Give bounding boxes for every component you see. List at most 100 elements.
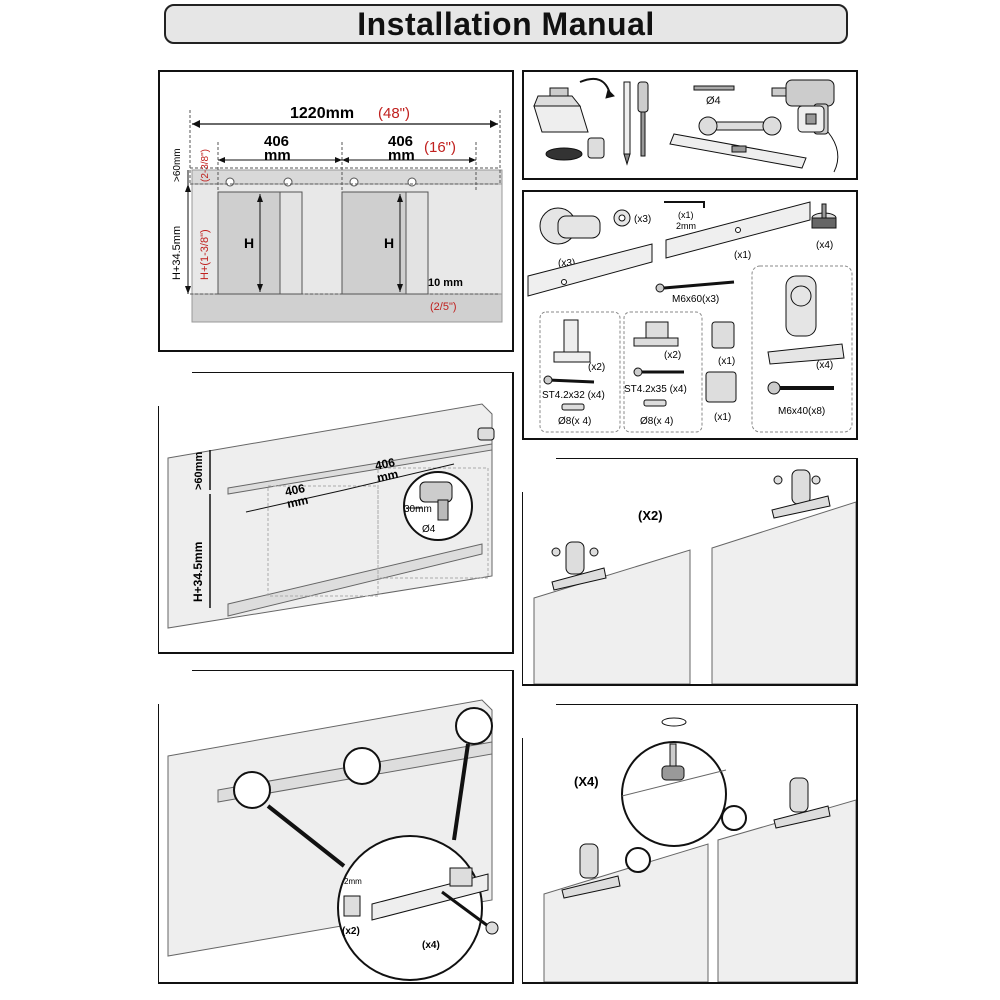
step-4-door-left	[543, 843, 709, 982]
clip-a-icon	[711, 321, 735, 349]
clip-a-qty: (x1)	[718, 356, 735, 367]
bracket-group	[539, 311, 621, 433]
hardware-panel: (x3) (x3) (x1) 2mm (x1) (x4) M6x60(x3)	[522, 190, 858, 440]
step-4-qty: (X4)	[574, 774, 599, 789]
step-1-spacing-b: 406	[374, 455, 397, 473]
allen-key-icon	[664, 201, 705, 208]
step-1-wall	[167, 403, 493, 629]
top-gap-label: >60mm	[172, 148, 183, 182]
step-1-unit-a: mm	[286, 493, 310, 511]
tools-panel: Ø4	[522, 70, 858, 180]
total-length-inches: (48")	[378, 105, 410, 122]
total-length-label: 1220mm	[290, 105, 354, 122]
step-2-gap: 2mm	[344, 877, 362, 886]
step-2-zoom-middle	[343, 747, 381, 785]
screw-st32-icon	[543, 375, 595, 385]
anchor-a-icon	[561, 403, 585, 411]
screw-st35-qty: ST4.2x35 (x4)	[624, 384, 687, 395]
step-1-unit-b: mm	[376, 467, 400, 485]
tape-measure-icon	[797, 105, 825, 133]
step-1-top-gap: >60mm	[193, 452, 205, 490]
allen-key-size: 2mm	[676, 221, 696, 231]
anchor-b-icon	[643, 399, 667, 407]
drill-bit-icon: Ø4	[693, 85, 735, 107]
step-2-qty-a: (x2)	[342, 926, 360, 937]
step-3-qty: (X2)	[638, 508, 663, 523]
guide-qty: (x2)	[664, 350, 681, 361]
spacing-b-unit: mm	[388, 147, 415, 164]
guide-group	[623, 311, 703, 433]
door-right-height: H	[384, 235, 394, 251]
allen-key-qty: (x1)	[678, 210, 694, 220]
step-1-panel: 406 mm 406 mm >60mm H+34.5mm 30mm Ø4	[158, 372, 514, 654]
step-4-zoom-left	[625, 847, 651, 873]
clip-b-qty: (x1)	[714, 412, 731, 423]
step-2-qty-b: (x4)	[422, 940, 440, 951]
step-2-detail-callout: 2mm (x2) (x4)	[337, 835, 499, 981]
step-3-hanger-right-icon	[771, 469, 831, 519]
stopper-qty: (x3)	[558, 258, 575, 269]
step-2-panel: 2mm (x2) (x4)	[158, 670, 514, 984]
floor-guide-icon	[633, 321, 679, 347]
step-4-panel: (X4)	[522, 704, 858, 984]
drill-bit-label: Ø4	[706, 95, 721, 107]
hanger-wheel-icon	[767, 275, 845, 365]
step-3-panel: (X2)	[522, 458, 858, 686]
door-right-edge	[405, 191, 429, 295]
bumper-icon	[811, 203, 837, 229]
bracket-qty: (x2)	[588, 362, 605, 373]
wrench-icon	[698, 116, 782, 136]
hanger-qty: (x4)	[816, 360, 833, 371]
spacing-a-value: 406	[264, 133, 289, 150]
pencil-icon	[623, 81, 631, 166]
step-1-depth: 30mm	[404, 504, 432, 515]
step-4-zoom-right	[721, 805, 747, 831]
floor-strip	[191, 293, 503, 323]
bottom-gap-inches: (2/5")	[430, 301, 457, 313]
manual-title-bar: Installation Manual	[164, 4, 848, 44]
bolt-m6x60-qty: M6x60(x3)	[672, 294, 719, 305]
screw-st32-qty: ST4.2x32 (x4)	[542, 390, 605, 401]
height-label: H+34.5mm	[171, 226, 183, 280]
rail-strip	[191, 169, 503, 185]
spacing-a-unit: mm	[264, 147, 291, 164]
anchor-b-qty: Ø8(x 4)	[640, 416, 673, 427]
screwdriver-icon	[637, 81, 649, 157]
manual-title: Installation Manual	[357, 5, 655, 42]
spacing-inches: (16")	[424, 139, 456, 156]
clip-b-icon	[705, 371, 737, 403]
bolt-m6x60-icon	[655, 280, 735, 293]
screw-st35-icon	[633, 367, 684, 377]
step-1-height: H+34.5mm	[191, 542, 205, 602]
anchor-a-qty: Ø8(x 4)	[558, 416, 591, 427]
marker-icon	[587, 137, 605, 159]
step-4-hanger-right-icon	[773, 777, 831, 829]
washer-qty: (x3)	[634, 214, 651, 225]
step-1-drill-callout: 30mm Ø4	[403, 471, 473, 541]
bottom-gap-label: 10 mm	[428, 277, 463, 289]
step-4-bumper-callout	[621, 717, 727, 847]
washer-icon	[613, 209, 631, 227]
bolt-m6x40-icon	[767, 381, 834, 395]
rail-qty: (x1)	[734, 250, 751, 261]
bumper-qty: (x4)	[816, 240, 833, 251]
step-1-drill-tip-icon	[477, 427, 495, 441]
rail-icon	[527, 201, 811, 297]
door-left-height: H	[244, 235, 254, 251]
toolbox-icon	[533, 78, 615, 161]
step-2-zoom-right	[455, 707, 493, 745]
door-left-edge	[279, 191, 303, 295]
step-3-hanger-left-icon	[551, 541, 607, 591]
floor-bracket-icon	[553, 319, 591, 363]
stopper-icon	[539, 207, 601, 245]
bolt-m6x40-qty: M6x40(x8)	[778, 406, 825, 417]
spacing-b-value: 406	[388, 133, 413, 150]
step-3-door-left	[533, 549, 691, 684]
dimensions-panel: 1220mm (48") 406 mm 406 mm (16") >60mm (…	[158, 70, 514, 352]
step-1-bit: Ø4	[422, 524, 436, 535]
height-inches: H+(1-3/8")	[199, 229, 211, 280]
step-2-zoom-left	[233, 771, 271, 809]
step-4-hanger-left-icon	[561, 843, 621, 899]
step-1-spacing-a: 406	[284, 481, 307, 499]
top-gap-inches: (2-3/8")	[200, 149, 211, 182]
